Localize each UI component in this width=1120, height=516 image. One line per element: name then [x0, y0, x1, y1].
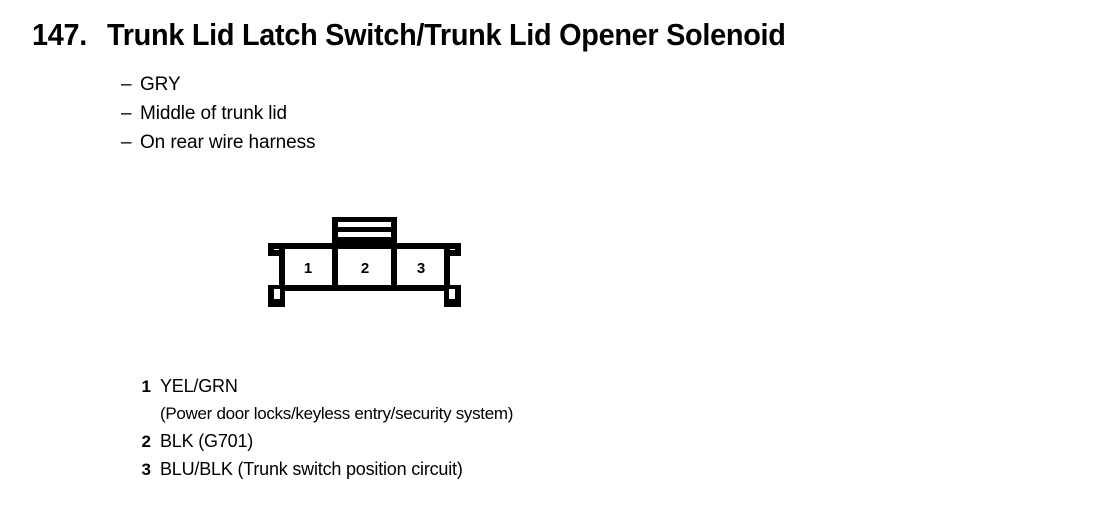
legend-pin-number: 2 — [141, 432, 151, 451]
legend-row: 3 BLU/BLK (Trunk switch position circuit… — [133, 455, 513, 483]
housing-bottom-bar — [279, 285, 450, 291]
housing-right-wall — [444, 249, 450, 291]
note-label: GRY — [140, 74, 181, 95]
legend-row: 2 BLK (G701) — [133, 427, 513, 455]
note-label: On rear wire harness — [140, 132, 316, 153]
foot-left-notch — [274, 289, 280, 299]
title-number: 147. — [32, 17, 88, 52]
dash-icon: – — [121, 74, 132, 95]
notes-list: – GRY – Middle of trunk lid – On rear wi… — [121, 70, 316, 157]
note-label: Middle of trunk lid — [140, 103, 288, 124]
list-item: – Middle of trunk lid — [121, 99, 315, 128]
flange-right-link — [444, 250, 461, 256]
title-name: Trunk Lid Latch Switch/Trunk Lid Opener … — [107, 17, 786, 52]
tab-slot-upper — [338, 222, 391, 227]
flange-left-link — [268, 250, 285, 256]
cavity-number-2: 2 — [361, 260, 369, 277]
divider-2-3 — [391, 243, 397, 291]
housing-left-wall — [279, 249, 285, 291]
list-item: – GRY — [121, 70, 315, 99]
divider-1-2 — [332, 243, 338, 291]
flange-top-bar — [268, 243, 461, 249]
tab-body — [332, 217, 397, 243]
legend-wire-color: YEL/GRN — [160, 376, 238, 396]
foot-right-notch — [449, 289, 455, 299]
legend-row-sub: (Power door locks/keyless entry/security… — [133, 400, 513, 427]
flange-right-edge — [455, 243, 461, 256]
list-item: – On rear wire harness — [121, 128, 316, 157]
connector-body — [268, 243, 461, 307]
legend-wire-color: BLK (G701) — [160, 431, 254, 451]
connector-locking-tab — [332, 217, 397, 243]
pin-legend: 1 YEL/GRN (Power door locks/keyless entr… — [133, 372, 514, 483]
tab-slot-lower — [338, 232, 391, 237]
legend-circuit-description: (Power door locks/keyless entry/security… — [160, 404, 514, 423]
flange-left-edge — [268, 243, 274, 256]
dash-icon: – — [121, 132, 132, 153]
connector-svg: 1 2 3 — [268, 217, 461, 307]
legend-wire-color: BLU/BLK (Trunk switch position circuit) — [160, 459, 463, 479]
connector-diagram: 1 2 3 — [255, 210, 485, 320]
page-title: 147. Trunk Lid Latch Switch/Trunk Lid Op… — [32, 17, 837, 53]
legend-pin-number: 3 — [141, 460, 151, 479]
legend-row: 1 YEL/GRN — [133, 372, 513, 400]
connector-cavity-dividers — [332, 243, 397, 291]
legend-pin-number: 1 — [141, 377, 151, 396]
cavity-number-1: 1 — [304, 260, 312, 277]
dash-icon: – — [121, 103, 132, 124]
cavity-number-3: 3 — [417, 260, 425, 277]
